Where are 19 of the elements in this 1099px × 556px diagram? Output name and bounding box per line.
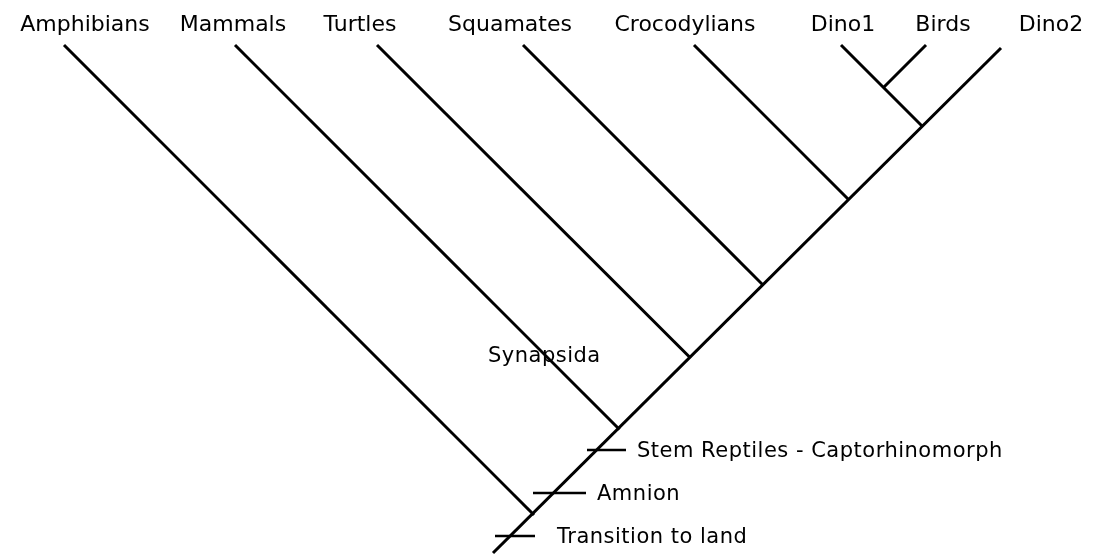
trait-label: Transition to land <box>557 523 748 550</box>
taxon-label: Turtles <box>323 8 397 40</box>
taxon-label: Birds <box>915 8 971 40</box>
taxon-label: Squamates <box>448 8 572 40</box>
branch-line <box>521 43 765 287</box>
trait-label: Stem Reptiles - Captorhinomorph <box>637 437 1003 464</box>
branch-line <box>233 43 621 431</box>
trait-label: Amnion <box>597 480 681 507</box>
branch-line <box>882 43 928 89</box>
taxon-label: Amphibians <box>20 8 150 40</box>
trunk-line <box>491 46 1003 555</box>
branch-line <box>62 43 536 517</box>
taxon-label: Crocodylians <box>614 8 756 40</box>
taxon-label: Dino2 <box>1018 8 1084 40</box>
branch-line <box>839 43 924 128</box>
branch-line <box>375 43 692 360</box>
taxon-label: Dino1 <box>810 8 876 40</box>
taxon-label: Mammals <box>179 8 287 40</box>
branch-line <box>692 43 851 202</box>
